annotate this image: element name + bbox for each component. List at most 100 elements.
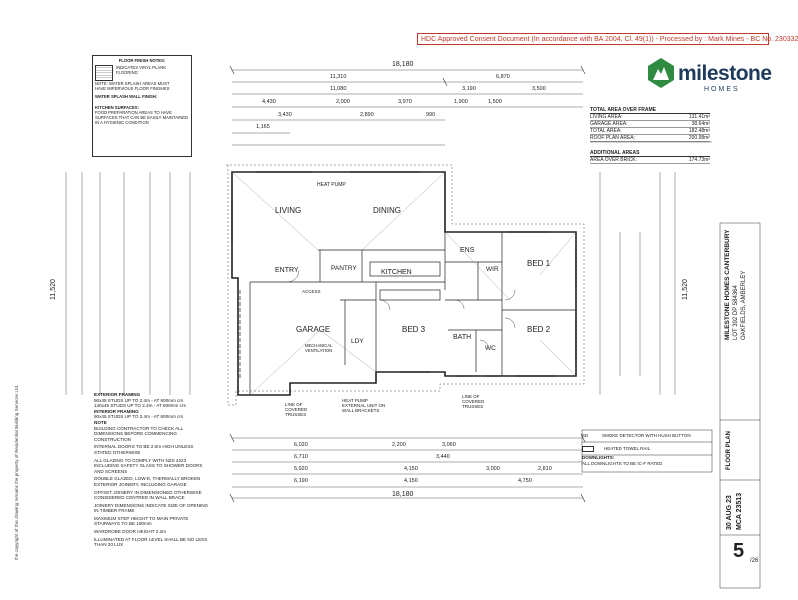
- dim-label: 2,000: [336, 99, 350, 105]
- dim-label: 1,900: [454, 99, 468, 105]
- room-bed1: BED 1: [527, 259, 551, 268]
- project-name: MILESTONE HOMES CANTERBURY: [724, 229, 731, 340]
- room-dining: DINING: [373, 206, 401, 215]
- room-garage: GARAGE: [296, 325, 331, 334]
- area-label: ROOF PLAN AREA:: [590, 135, 636, 141]
- dim-label: 6,020: [294, 442, 308, 448]
- smoke-detector-icon: SD: [582, 433, 589, 438]
- construction-note: NOTE: [94, 419, 107, 425]
- dim-label: 11,080: [330, 86, 347, 92]
- dim-label: 11,310: [330, 74, 347, 80]
- dim-label: 1,500: [488, 99, 502, 105]
- dim-label: 4,150: [404, 466, 418, 472]
- construction-note: 90x45 STUDS UP TO 2.4m - AT 600mm crs: [94, 397, 184, 403]
- label-mechanical-ventilation: MECHANICAL VENTILATION: [305, 343, 333, 353]
- floor-finish-notes: FLOOR FINISH NOTES: INDICATES VINYL PLAN…: [92, 55, 192, 157]
- dim-label: 3,440: [436, 454, 450, 460]
- construction-note: WARDROBE DOOR HEIGHT 2.2m: [94, 529, 166, 535]
- dim-label: 990: [426, 112, 436, 118]
- construction-notes: EXTERIOR FRAMING 90x45 STUDS UP TO 2.4m …: [94, 392, 212, 582]
- floor-notes-title: FLOOR FINISH NOTES:: [118, 58, 166, 63]
- copyright-notice: the copyright of this drawing remains th…: [14, 384, 19, 560]
- dim-overall-top: 18,180: [392, 61, 414, 68]
- additional-area-title: ADDITIONAL AREAS: [590, 150, 710, 157]
- room-pantry: PANTRY: [331, 265, 357, 272]
- label-heat-pump-external: HEAT PUMP EXTERNAL UNIT ON WALL BRACKETS: [342, 398, 386, 413]
- approval-stamp: HDC Approved Consent Document (In accord…: [417, 33, 798, 45]
- construction-note: 90x45 STUDS UP TO 2.4m - AT 600mm crs: [94, 414, 184, 420]
- label-covered-trusses-left: LINE OF COVERED TRUSSES: [285, 402, 308, 417]
- room-wir: WIR: [486, 266, 499, 273]
- room-ens: ENS: [460, 247, 475, 254]
- construction-note: INTERNAL DOORS TO BE 2.0m HIGH UNLESS ST…: [94, 444, 194, 455]
- room-ldy: LDY: [351, 338, 364, 345]
- construction-note: EXTERIOR FRAMING: [94, 392, 141, 397]
- dim-label: 3,190: [462, 86, 476, 92]
- page-total: /26: [750, 558, 759, 564]
- construction-note: ILLUMINATED AT FLOOR LEVEL SHALL BE NO L…: [94, 536, 208, 548]
- heated-towel-rail-icon: [582, 445, 594, 452]
- area-row: LIVING AREA:131.41m²: [590, 114, 710, 121]
- area-value: 38.64m²: [691, 121, 710, 127]
- dim-label: 6,190: [294, 478, 308, 484]
- area-row: ROOF PLAN AREA: 200.98m²: [590, 135, 710, 142]
- dim-label: 3,970: [398, 99, 412, 105]
- construction-note: INTERIOR FRAMING: [94, 408, 139, 414]
- room-bath: BATH: [453, 334, 472, 341]
- dim-label: 3,430: [278, 112, 292, 118]
- project-address: OAKFIELDS, AMBERLEY: [741, 270, 747, 340]
- area-label: TOTAL AREA:: [590, 128, 622, 134]
- dim-label: 1,165: [256, 124, 270, 130]
- legend-text: HEATED TOWEL RAIL: [604, 445, 651, 451]
- room-wc: WC: [485, 345, 496, 352]
- label-access: ACCESS: [302, 289, 321, 294]
- label-heat-pump: HEAT PUMP: [317, 182, 346, 188]
- legend-text: ALL DOWNLIGHTS TO BE IC-F RATED: [582, 461, 663, 466]
- construction-note: OFFSET JOINERY IN DIMENSIONED OTHERWISE …: [94, 489, 202, 501]
- area-label: LIVING AREA:: [590, 114, 623, 120]
- area-label: GARAGE AREA:: [590, 121, 628, 127]
- dim-label: 5,920: [294, 466, 308, 472]
- dim-label: 2,200: [392, 442, 406, 448]
- drawing-date: 30 AUG 23: [726, 495, 733, 530]
- construction-note: JOINERY DIMENSIONS INDICATE SIZE OF OPEN…: [94, 502, 209, 514]
- floor-note-line: HAVE IMPERVIOUS FLOOR FINISHES: [95, 86, 170, 91]
- milestone-logo-icon: [648, 58, 674, 88]
- area-schedule: TOTAL AREA OVER FRAME LIVING AREA:131.41…: [590, 107, 710, 164]
- vinyl-plank-hatch-icon: [95, 65, 113, 81]
- area-value: 200.98m²: [688, 135, 710, 141]
- job-number: MCA 23513: [736, 492, 743, 530]
- floor-note-heading: KITCHEN SURFACES:: [95, 105, 139, 110]
- area-row: AREA OVER BRICK: 174.73m²: [590, 157, 710, 164]
- floor-note-heading: WATER SPLASH WALL FINISH:: [95, 94, 158, 99]
- room-living: LIVING: [275, 206, 302, 215]
- area-label: AREA OVER BRICK:: [590, 157, 637, 163]
- dim-label: 2,810: [538, 466, 552, 472]
- area-row: TOTAL AREA: 182.48m²: [590, 128, 710, 135]
- legend-heading: DOWNLIGHTS:: [582, 455, 615, 460]
- floor-note-line: FOOD PREPARATION AREAS TO HAVE SURFACES …: [95, 110, 189, 125]
- area-row: GARAGE AREA: 38.64m²: [590, 121, 710, 128]
- legend: SD SMOKE DETECTOR WITH HUSH BUTTON HEATE…: [582, 430, 712, 472]
- dim-overall-bottom: 18,180: [392, 491, 414, 498]
- floor-note-line: INDICATES VINYL PLANK FLOORING: [115, 65, 167, 75]
- dim-overall-left: 11,520: [50, 279, 57, 300]
- dim-label: 3,000: [486, 466, 500, 472]
- drawing-title: FLOOR PLAN: [726, 431, 732, 470]
- room-bed2: BED 2: [527, 325, 551, 334]
- construction-note: MAXIMUM STEP HEIGHT TO MAIN PRIVATE STAI…: [94, 515, 189, 527]
- area-title: TOTAL AREA OVER FRAME: [590, 107, 710, 114]
- dim-overall-right: 11,520: [682, 279, 689, 300]
- dim-label: 3,060: [442, 442, 456, 448]
- dim-label: 4,750: [518, 478, 532, 484]
- construction-note: 140x45 STUDS UP TO 2.4m - AT 600mm crs: [94, 403, 186, 409]
- room-bed3: BED 3: [402, 325, 426, 334]
- project-lot: LOT 392 DP 584364: [733, 285, 739, 340]
- construction-note: ALL GLAZING TO COMPLY WITH NZS 4223 INCL…: [94, 457, 203, 474]
- area-value: 182.48m²: [688, 128, 710, 134]
- area-value: 174.73m²: [688, 157, 710, 163]
- legend-text: SMOKE DETECTOR WITH HUSH BUTTON: [602, 433, 691, 438]
- floor-plan-drawing: [65, 65, 761, 589]
- dim-label: 4,150: [404, 478, 418, 484]
- construction-note: BUILDING CONTRACTOR TO CHECK ALL DIMENSI…: [94, 425, 184, 442]
